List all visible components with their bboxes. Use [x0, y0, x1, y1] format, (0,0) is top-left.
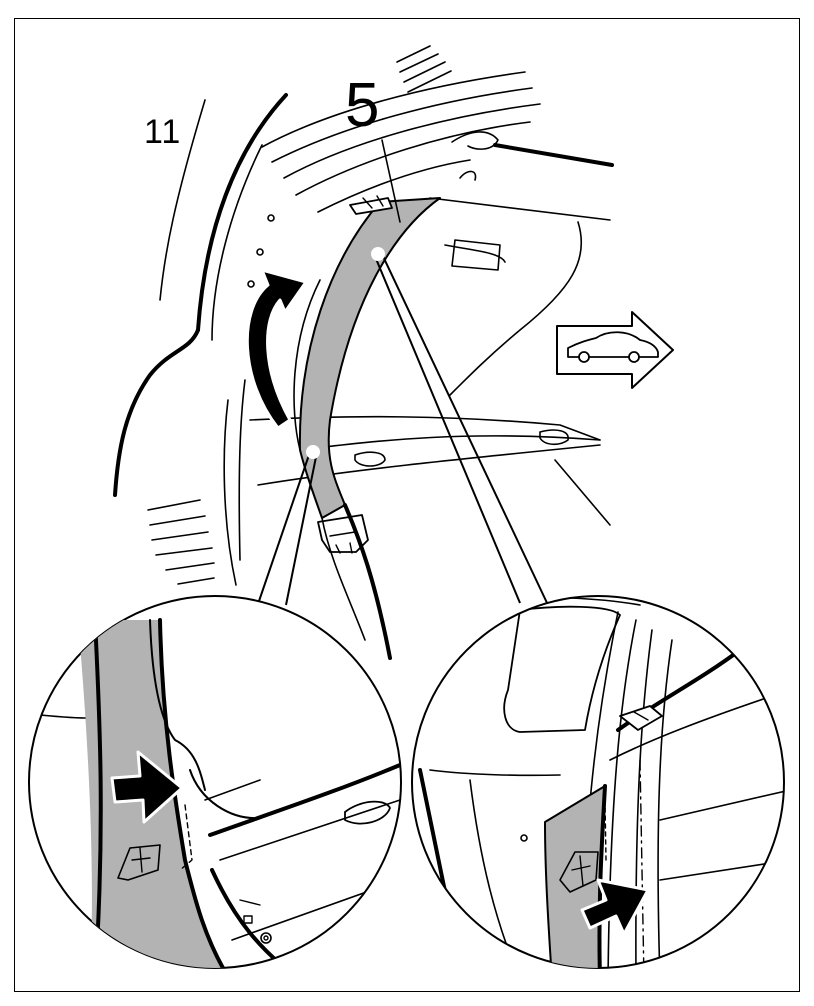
- main-view: [113, 45, 614, 660]
- motion-lines-top: [396, 45, 452, 93]
- push-arrow-icon: [580, 878, 650, 936]
- curved-rotate-arrow-icon: [245, 268, 308, 430]
- car-forward-arrow-icon: [556, 311, 674, 389]
- push-arrow-icon: [110, 750, 184, 824]
- motion-lines-bottom: [147, 499, 215, 585]
- part-callout-number: 5: [345, 71, 380, 140]
- detail-circle-right: [411, 595, 785, 969]
- detail-circle-left: [28, 595, 402, 969]
- figure-number: 11: [144, 113, 182, 151]
- figure-frame: [14, 18, 800, 992]
- zoom-leaders: [257, 251, 549, 606]
